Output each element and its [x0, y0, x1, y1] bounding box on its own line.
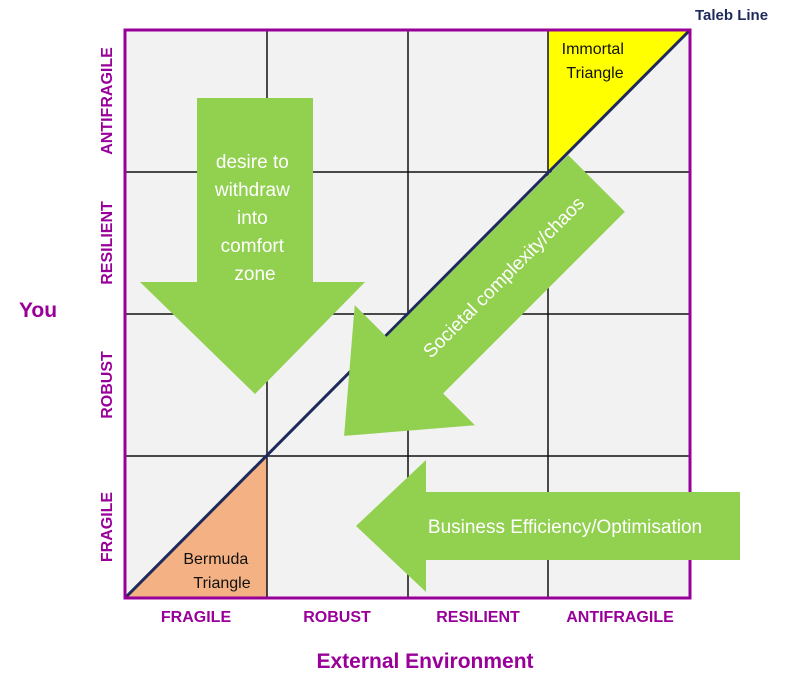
x-axis-levels: FRAGILE ROBUST RESILIENT ANTIFRAGILE: [161, 609, 674, 626]
bermuda-triangle-label: Bermuda Triangle: [183, 551, 252, 592]
y-level-resilient: RESILIENT: [99, 201, 116, 285]
efficiency-arrow: [356, 460, 740, 592]
y-level-antifragile: ANTIFRAGILE: [99, 47, 116, 155]
y-axis-levels: FRAGILE ROBUST RESILIENT ANTIFRAGILE: [99, 47, 116, 562]
x-axis-title: External Environment: [316, 650, 533, 673]
immortal-triangle-label: Immortal Triangle: [562, 41, 629, 82]
grid-border: [123, 28, 692, 600]
x-level-fragile: FRAGILE: [161, 609, 232, 626]
y-level-fragile: FRAGILE: [99, 492, 116, 563]
y-axis-title: You: [19, 299, 57, 322]
efficiency-arrow-label: Business Efficiency/Optimisation: [428, 517, 702, 538]
taleb-line: [123, 28, 692, 600]
complexity-arrow: [344, 155, 625, 436]
x-level-antifragile: ANTIFRAGILE: [566, 609, 674, 626]
withdraw-arrow-label: desire to withdraw into comfort zone: [214, 152, 295, 285]
taleb-line-label: Taleb Line: [695, 7, 768, 24]
withdraw-arrow: [140, 98, 365, 394]
x-level-resilient: RESILIENT: [436, 609, 520, 626]
y-level-robust: ROBUST: [99, 351, 116, 419]
x-level-robust: ROBUST: [303, 609, 371, 626]
